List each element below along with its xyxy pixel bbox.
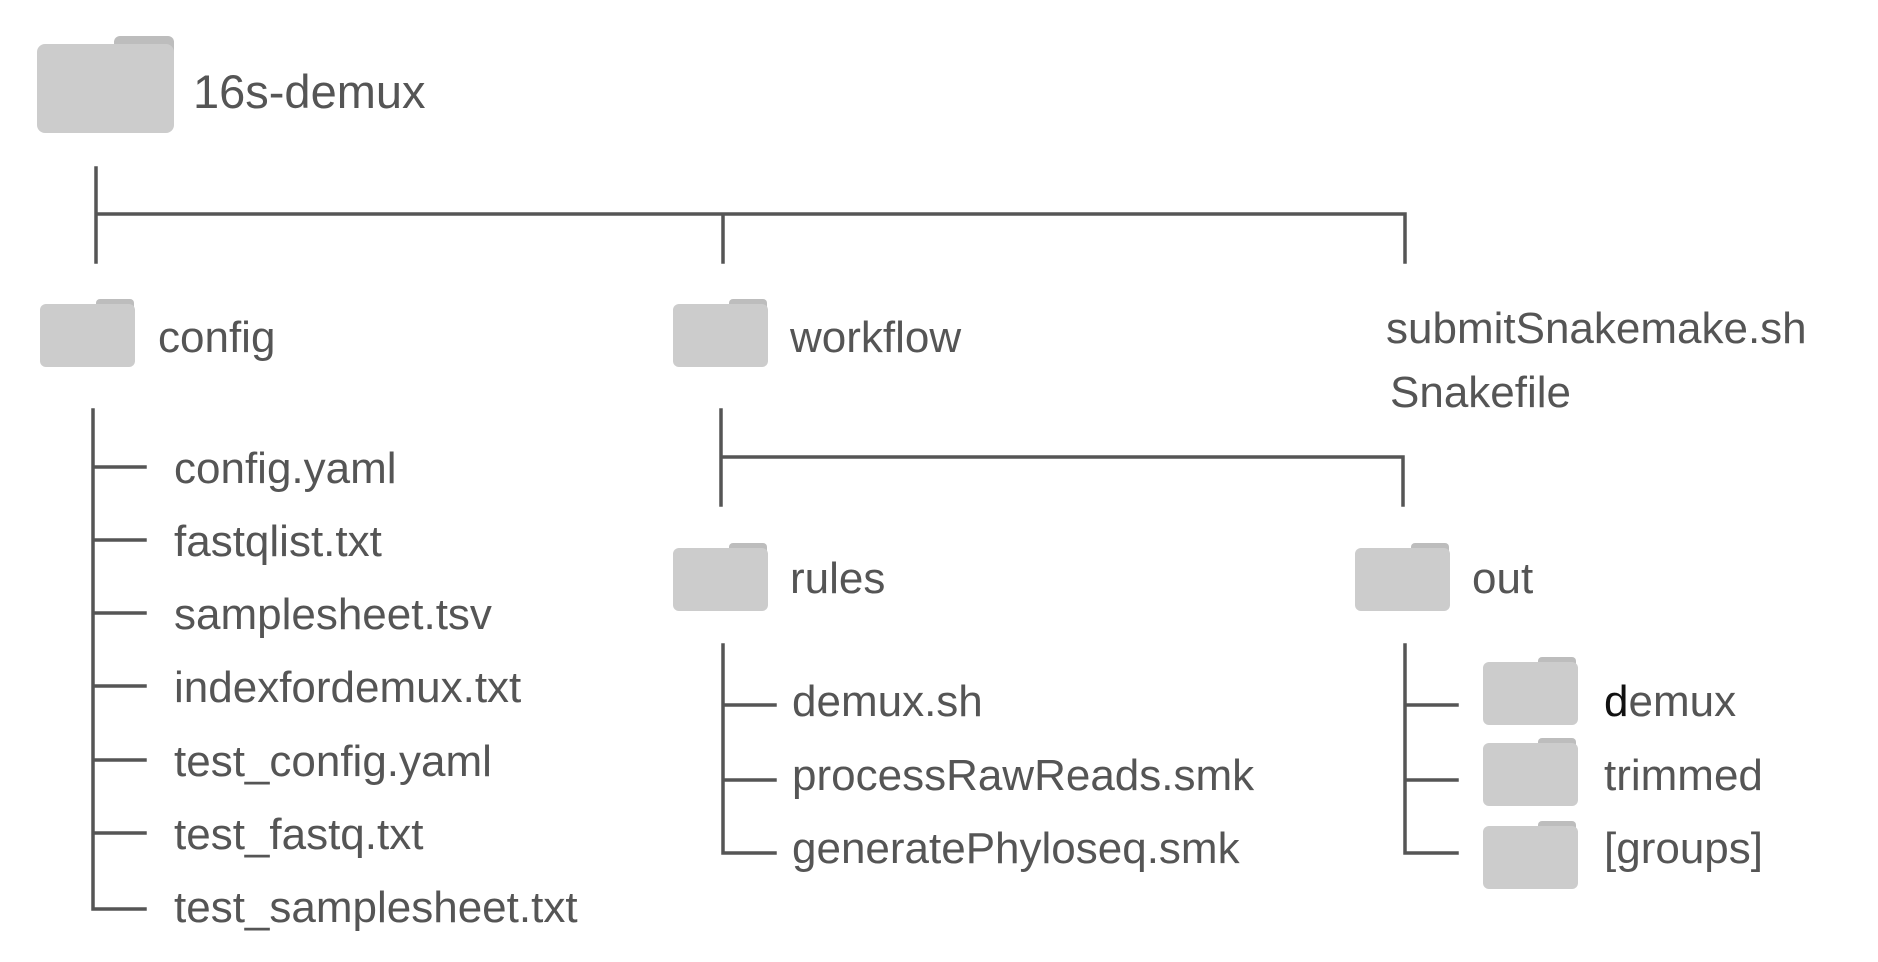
root-file-label: submitSnakemake.sh (1386, 304, 1807, 353)
out-folder-label: out (1472, 554, 1533, 603)
out-connector (1403, 643, 1459, 855)
folder-icon (1483, 738, 1578, 806)
file-label: processRawReads.smk (792, 751, 1255, 800)
config-folder-label: config (158, 313, 275, 362)
file-label: config.yaml (174, 444, 397, 493)
root-folder-label: 16s-demux (193, 65, 426, 118)
file-label: indexfordemux.txt (174, 663, 521, 712)
folder-icon (1355, 543, 1450, 611)
out-folder-list: demux trimmed [groups] (1604, 677, 1763, 873)
config-file-list: config.yaml fastqlist.txt samplesheet.ts… (174, 444, 578, 932)
subfolder-label-rest: emux (1628, 677, 1736, 726)
subfolder-label-demux: demux (1604, 677, 1736, 726)
folder-icon (40, 299, 135, 367)
subfolder-label: trimmed (1604, 751, 1763, 800)
folder-icon (673, 543, 768, 611)
subfolder-label: [groups] (1604, 824, 1763, 873)
folder-icon (37, 36, 174, 133)
folder-icon (1483, 657, 1578, 725)
root-connector (94, 166, 1407, 264)
workflow-connector (719, 408, 1405, 507)
file-label: test_fastq.txt (174, 810, 423, 859)
rules-connector (721, 643, 777, 855)
file-label: samplesheet.tsv (174, 590, 492, 639)
file-label: test_samplesheet.txt (174, 883, 578, 932)
folder-icon (1483, 821, 1578, 889)
file-label: demux.sh (792, 677, 983, 726)
tree-connectors (91, 166, 1459, 911)
file-label: fastqlist.txt (174, 517, 382, 566)
rules-folder-label: rules (790, 554, 885, 603)
folder-icon (673, 299, 768, 367)
config-connector (91, 408, 147, 911)
highlight-letter: d (1604, 677, 1628, 726)
file-label: test_config.yaml (174, 737, 492, 786)
workflow-folder-label: workflow (789, 313, 961, 362)
file-label: generatePhyloseq.smk (792, 824, 1241, 873)
rules-file-list: demux.sh processRawReads.smk generatePhy… (792, 677, 1255, 873)
root-file-label: Snakefile (1390, 368, 1571, 417)
